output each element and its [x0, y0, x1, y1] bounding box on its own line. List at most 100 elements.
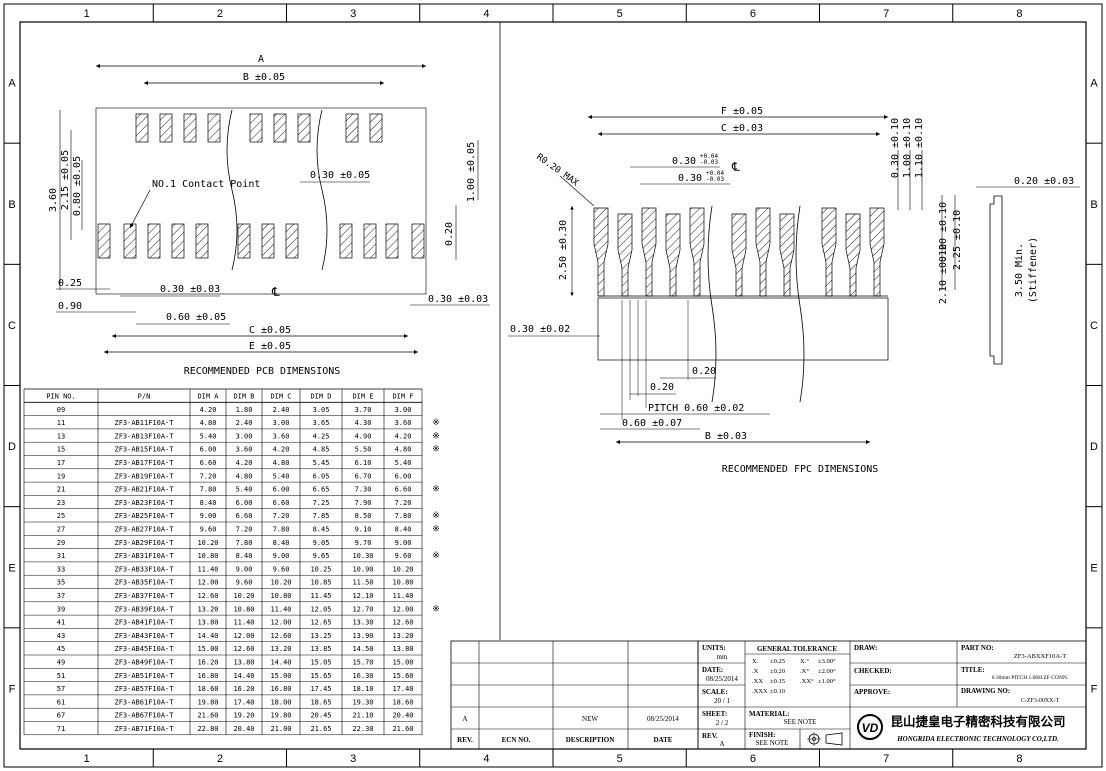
pin-table-header: DIM F — [392, 393, 413, 401]
pin-table-cell: 51 — [57, 672, 65, 680]
stiffener-side-view — [989, 195, 1003, 365]
zone-row-label: B — [8, 199, 15, 211]
fpc-radius: R0.20 MAX — [534, 152, 580, 188]
pcb-dim-w090: 0.90 — [58, 301, 82, 312]
pin-table-cell: ZF3-AB35F10A-T — [114, 579, 174, 587]
pin-table-cell: 4.80 — [236, 472, 253, 480]
pcb-bottom-pad — [237, 223, 251, 259]
zone-column-label: 7 — [883, 753, 889, 765]
pin-table-cell: 6.65 — [313, 486, 330, 494]
pcb-top-pad — [249, 113, 263, 143]
pin-table-header: DIM B — [233, 393, 254, 401]
pin-table-cell: 10.20 — [392, 565, 413, 573]
pin-table-cell: 3.00 — [395, 406, 412, 414]
pin-table-cell: 12.05 — [310, 605, 331, 613]
pcb-top-pad — [297, 113, 311, 143]
pin-table-cell: 13.20 — [270, 645, 291, 653]
zone-row-label: D — [1090, 441, 1098, 453]
zone-column-label: 1 — [84, 8, 90, 20]
fpc-body — [597, 297, 889, 361]
zone-column-label: 8 — [1016, 8, 1022, 20]
pcb-bottom-pad — [261, 223, 275, 259]
pin-table-cell: 18.60 — [197, 685, 218, 693]
pin-table-cell: 4.20 — [273, 446, 290, 454]
pin-table-cell: 20.40 — [392, 712, 413, 720]
pin-table-cell: 15.65 — [310, 672, 331, 680]
pin-table-cell: 12.60 — [233, 645, 254, 653]
pin-table-cell: 9.00 — [200, 512, 217, 520]
fpc-dim-b: B ±0.03 — [705, 431, 747, 442]
fpc-dim-f: F ±0.05 — [721, 106, 763, 117]
tolerance-cell: ±0.25 — [770, 658, 785, 665]
pin-table-cell: ZF3-AB39F10A-T — [114, 605, 174, 613]
zone-column-label: 2 — [217, 8, 223, 20]
date-value: 08/25/2014 — [706, 675, 738, 683]
sheet-label: SHEET: — [702, 710, 727, 718]
pin-table-note-mark: ※ — [432, 550, 440, 560]
zone-column-label: 3 — [350, 753, 356, 765]
fpc-dim-v030: 0.30 ±0.10 — [890, 118, 901, 178]
pin-table-cell: 15.05 — [310, 659, 331, 667]
pin-table-cell: 09 — [57, 406, 65, 414]
scale-value: 20 / 1 — [714, 697, 730, 705]
revision-header-rev: REV. — [457, 736, 473, 744]
units-value: mm — [717, 653, 728, 661]
company-name-en: HONGRIDA ELECTRONIC TECHNOLOGY CO,LTD. — [896, 735, 1059, 743]
pin-table-cell: 19.80 — [270, 712, 291, 720]
pcb-view: A B ±0.05 C ±0.05 E ±0.05 3.60 2.15 ±0.0… — [48, 54, 490, 377]
fpc-dim-w030b-tol-minus: -0.03 — [706, 176, 724, 183]
pin-table-cell: ZF3-AB25F10A-T — [114, 512, 174, 520]
pin-table-cell: ZF3-AB51F10A-T — [114, 672, 174, 680]
pin-table-note-mark: ※ — [432, 430, 440, 440]
pin-table-cell: 6.70 — [355, 472, 372, 480]
pin-table-cell: 7.20 — [395, 499, 412, 507]
pcb-dim-a: A — [258, 54, 264, 65]
pin-table-cell: 4.80 — [395, 446, 412, 454]
pin-table-cell: ZF3-AB57F10A-T — [114, 685, 174, 693]
pin-table-cell: 16.20 — [197, 659, 218, 667]
pin-table-cell: 6.10 — [355, 459, 372, 467]
tolerance-cell: ±0.10 — [770, 688, 785, 695]
pin-table-cell: 11.40 — [233, 619, 254, 627]
fpc-dim-pitch: PITCH 0.60 ±0.02 — [648, 403, 744, 414]
pin-table-cell: 45 — [57, 645, 65, 653]
pcb-bottom-pad — [363, 223, 377, 259]
pcb-bottom-pad — [195, 223, 209, 259]
pin-table-cell: ZF3-AB15F10A-T — [114, 446, 174, 454]
revision-description: NEW — [582, 715, 598, 723]
pin-table-cell: 10.80 — [197, 552, 218, 560]
pin-table-cell: ZF3-AB13F10A-T — [114, 432, 174, 440]
pcb-dim-w030c: 0.30 ±0.03 — [428, 294, 488, 305]
pin-table-cell: 71 — [57, 725, 65, 733]
pin-table-cell: 39 — [57, 605, 65, 613]
pin-table-cell: 22.80 — [197, 725, 218, 733]
pin-table-cell: 23 — [57, 499, 65, 507]
pin-table-cell: 19.80 — [197, 698, 218, 706]
pin-table-cell: 16.30 — [352, 672, 373, 680]
pin-table-cell: 7.25 — [313, 499, 330, 507]
pcb-bottom-pad — [339, 223, 353, 259]
pin-table-cell: 9.60 — [200, 526, 217, 534]
zone-column-label: 4 — [483, 753, 489, 765]
tolerance-cell: ±0.20 — [770, 668, 785, 675]
fpc-dim-v020r: 0.20 ±0.10 — [938, 202, 949, 262]
pcb-bottom-pad — [171, 223, 185, 259]
pin-table-cell: 15.00 — [197, 645, 218, 653]
pin-table-cell: 10.80 — [233, 605, 254, 613]
pin-table-cell: 13.25 — [310, 632, 331, 640]
pin-table-cell: 25 — [57, 512, 65, 520]
pin-table-cell: 10.30 — [352, 552, 373, 560]
zone-row-label: E — [8, 562, 15, 574]
pin-table-cell: ZF3-AB11F10A-T — [114, 419, 174, 427]
tolerance-cell: .XXX — [752, 688, 768, 695]
pin-table-cell: 11.50 — [352, 579, 373, 587]
pin-table-cell: 15 — [57, 446, 65, 454]
pin-table-cell: 9.00 — [395, 539, 412, 547]
zone-row-label: A — [8, 78, 16, 90]
title-block: UNITS: mm DATE: 08/25/2014 SCALE: 20 / 1… — [697, 640, 1087, 750]
pin-table-note-mark: ※ — [432, 510, 440, 520]
pin-table-cell: 11.40 — [197, 565, 218, 573]
drawingno-label: DRAWING NO: — [961, 687, 1010, 695]
